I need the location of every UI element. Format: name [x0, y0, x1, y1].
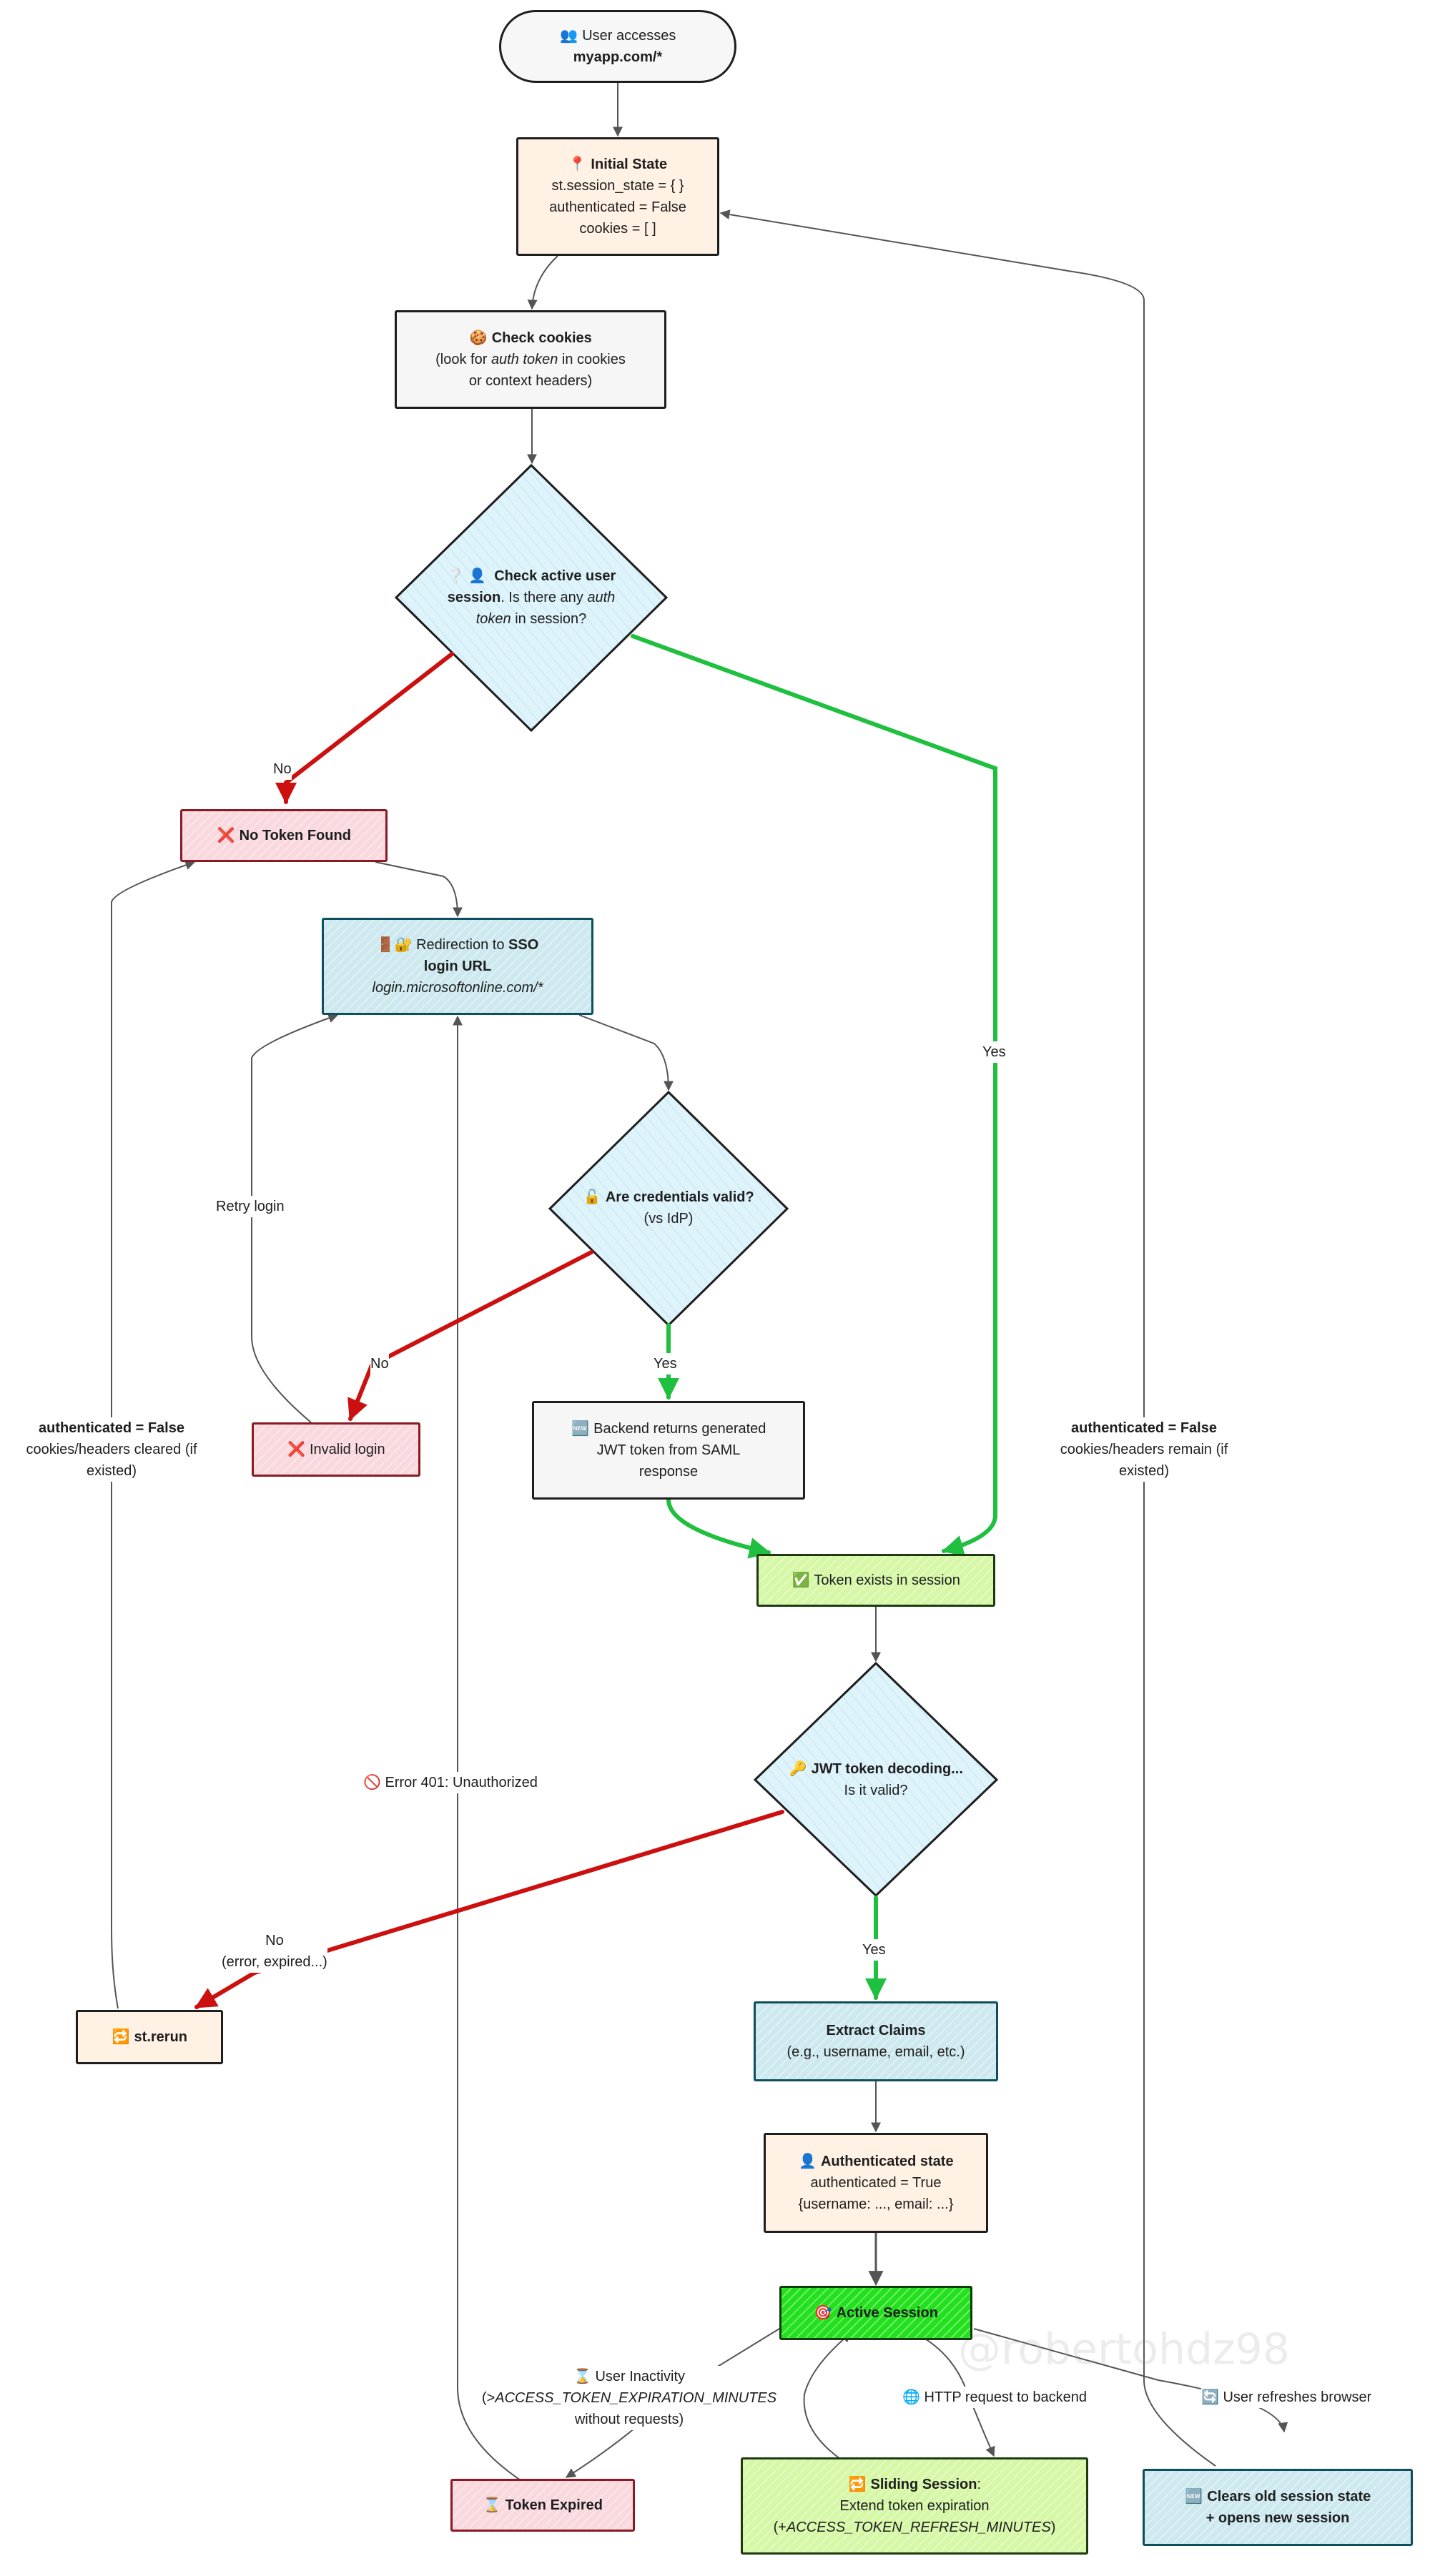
initial-state-line1: st.session_state = { }: [551, 178, 684, 194]
label-jwt-no: No (error, expired...): [222, 1930, 327, 1973]
question-user-icon: ❔ 👤: [446, 568, 487, 584]
new-icon: 🆕: [571, 1421, 590, 1437]
edge-redirect-to-credentials: [578, 1014, 674, 1091]
check-cookies-line1: (look for auth token in cookies: [435, 352, 626, 367]
st-rerun-title: st.rerun: [134, 2029, 188, 2045]
edge-session-yes: [631, 634, 997, 1557]
node-clears-session: 🆕 Clears old session state + opens new s…: [1143, 2469, 1413, 2546]
jwt-decoding-sub: Is it valid?: [844, 1783, 908, 1798]
backend-line2: JWT token from SAML: [596, 1442, 741, 1458]
label-right-auth-false: authenticated = False cookies/headers re…: [1050, 1417, 1238, 1482]
node-check-cookies: 🍪 Check cookies (look for auth token in …: [395, 310, 666, 409]
edge-initial-to-cookies: [527, 255, 558, 310]
node-no-token: ❌ No Token Found: [180, 809, 388, 862]
label-session-yes: Yes: [982, 1041, 1006, 1063]
node-token-expired: ⌛ Token Expired: [450, 2479, 635, 2532]
node-active-session: 🎯 Active Session: [779, 2286, 972, 2340]
node-check-session: ❔ 👤 Check active user session. Is there …: [446, 568, 616, 627]
edge-session-no: [275, 652, 454, 804]
label-user-refreshes: 🔄 User refreshes browser: [1201, 2387, 1372, 2408]
label-left-auth-false: authenticated = False cookies/headers cl…: [17, 1417, 206, 1482]
active-session-title: Active Session: [836, 2305, 938, 2321]
edge-backend-to-token: [666, 1497, 771, 1559]
cookie-icon: 🍪: [469, 330, 488, 346]
edge-jwt-no: [194, 1810, 784, 2009]
node-auth-state: 👤 Authenticated state authenticated = Tr…: [764, 2133, 988, 2233]
check-cookies-line2: or context headers): [468, 373, 593, 389]
check-icon: ✅: [792, 1572, 810, 1588]
extract-claims-sub: (e.g., username, email, etc.): [786, 2044, 965, 2060]
redirect-title2: login URL: [423, 958, 492, 974]
key-icon: 🔑: [789, 1761, 807, 1777]
unlock-icon: 🔓: [583, 1189, 601, 1205]
user-icon: 👤: [798, 2154, 817, 2169]
edge-expired-to-redirect: [453, 1015, 521, 2481]
node-invalid-login: ❌ Invalid login: [252, 1422, 420, 1477]
diamond-check-session: [394, 463, 669, 733]
label-retry-login: Retry login: [216, 1196, 285, 1217]
node-backend-returns: 🆕 Backend returns generated JWT token fr…: [532, 1401, 805, 1500]
no-entry-icon: 🚫: [363, 1775, 381, 1790]
edge-notoken-to-redirect: [375, 861, 463, 918]
node-jwt-decoding: 🔑 JWT token decoding... Is it valid?: [779, 1751, 972, 1808]
refresh-icon: 🔄: [1201, 2389, 1219, 2405]
initial-state-title: Initial State: [591, 157, 668, 172]
node-extract-claims: Extract Claims (e.g., username, email, e…: [754, 2001, 998, 2081]
node-initial-state: 📍 Initial State st.session_state = { } a…: [516, 137, 719, 256]
repeat-icon: 🔁: [848, 2477, 867, 2492]
sliding-line2: (+ACCESS_TOKEN_REFRESH_MINUTES): [773, 2520, 1056, 2535]
new-icon: 🆕: [1185, 2489, 1203, 2505]
watermark: @robertohdz98: [958, 2324, 1290, 2374]
token-exists-label: Token exists in session: [814, 1572, 960, 1588]
label-http-request: 🌐 HTTP request to backend: [902, 2387, 1087, 2408]
redirect-url: login.microsoftonline.com/*: [372, 980, 543, 996]
check-cookies-title: Check cookies: [491, 330, 592, 346]
label-jwt-yes: Yes: [862, 1939, 886, 1961]
clears-session-line2: + opens new session: [1205, 2510, 1350, 2526]
edge-clears-to-initial: [719, 209, 1216, 2467]
cross-icon: ❌: [217, 828, 235, 843]
credentials-sub: (vs IdP): [644, 1211, 694, 1227]
cross-icon: ❌: [287, 1442, 305, 1457]
edge-rerun-to-notoken: [111, 860, 196, 2009]
node-credentials: 🔓 Are credentials valid? (vs IdP): [572, 1179, 765, 1237]
node-token-exists: ✅ Token exists in session: [756, 1554, 995, 1607]
invalid-login-label: Invalid login: [309, 1442, 385, 1457]
label-user-inactivity: ⌛ User Inactivity (>ACCESS_TOKEN_EXPIRAT…: [473, 2366, 785, 2430]
repeat-icon: 🔁: [112, 2029, 130, 2045]
node-start: 👥 User accesses myapp.com/*: [499, 10, 736, 83]
auth-state-line1: authenticated = True: [810, 2175, 942, 2191]
label-credentials-yes: Yes: [654, 1353, 677, 1374]
sliding-line1: Extend token expiration: [839, 2498, 990, 2514]
node-sliding-session: 🔁 Sliding Session: Extend token expirati…: [741, 2457, 1088, 2555]
pin-icon: 📍: [568, 157, 587, 172]
hourglass-icon: ⌛: [573, 2369, 591, 2384]
no-token-title: No Token Found: [239, 828, 351, 843]
edge-retry-login: [251, 1013, 339, 1423]
label-error-401: 🚫 Error 401: Unauthorized: [363, 1772, 538, 1793]
initial-state-line2: authenticated = False: [549, 199, 686, 215]
initial-state-line3: cookies = [ ]: [579, 221, 656, 237]
start-line1: User accesses: [582, 28, 676, 44]
auth-state-line2: {username: ..., email: ...}: [798, 2196, 954, 2212]
hourglass-icon: ⌛: [483, 2497, 501, 2513]
label-session-no: No: [273, 758, 292, 780]
backend-line3: response: [638, 1464, 699, 1480]
users-icon: 👥: [560, 28, 578, 44]
token-expired-title: Token Expired: [505, 2497, 603, 2513]
edge-credentials-no: [347, 1250, 593, 1421]
edge-sliding-to-active: [803, 2332, 852, 2459]
label-credentials-no: No: [370, 1353, 389, 1374]
start-url: myapp.com/*: [573, 49, 663, 65]
node-redirect-sso: 🚪🔐 Redirection to SSO login URL login.mi…: [322, 918, 593, 1015]
node-st-rerun: 🔁 st.rerun: [76, 2010, 223, 2064]
door-lock-icon: 🚪🔐: [376, 937, 413, 953]
extract-claims-title: Extract Claims: [826, 2023, 926, 2038]
globe-icon: 🌐: [902, 2389, 920, 2405]
target-icon: 🎯: [814, 2305, 832, 2321]
